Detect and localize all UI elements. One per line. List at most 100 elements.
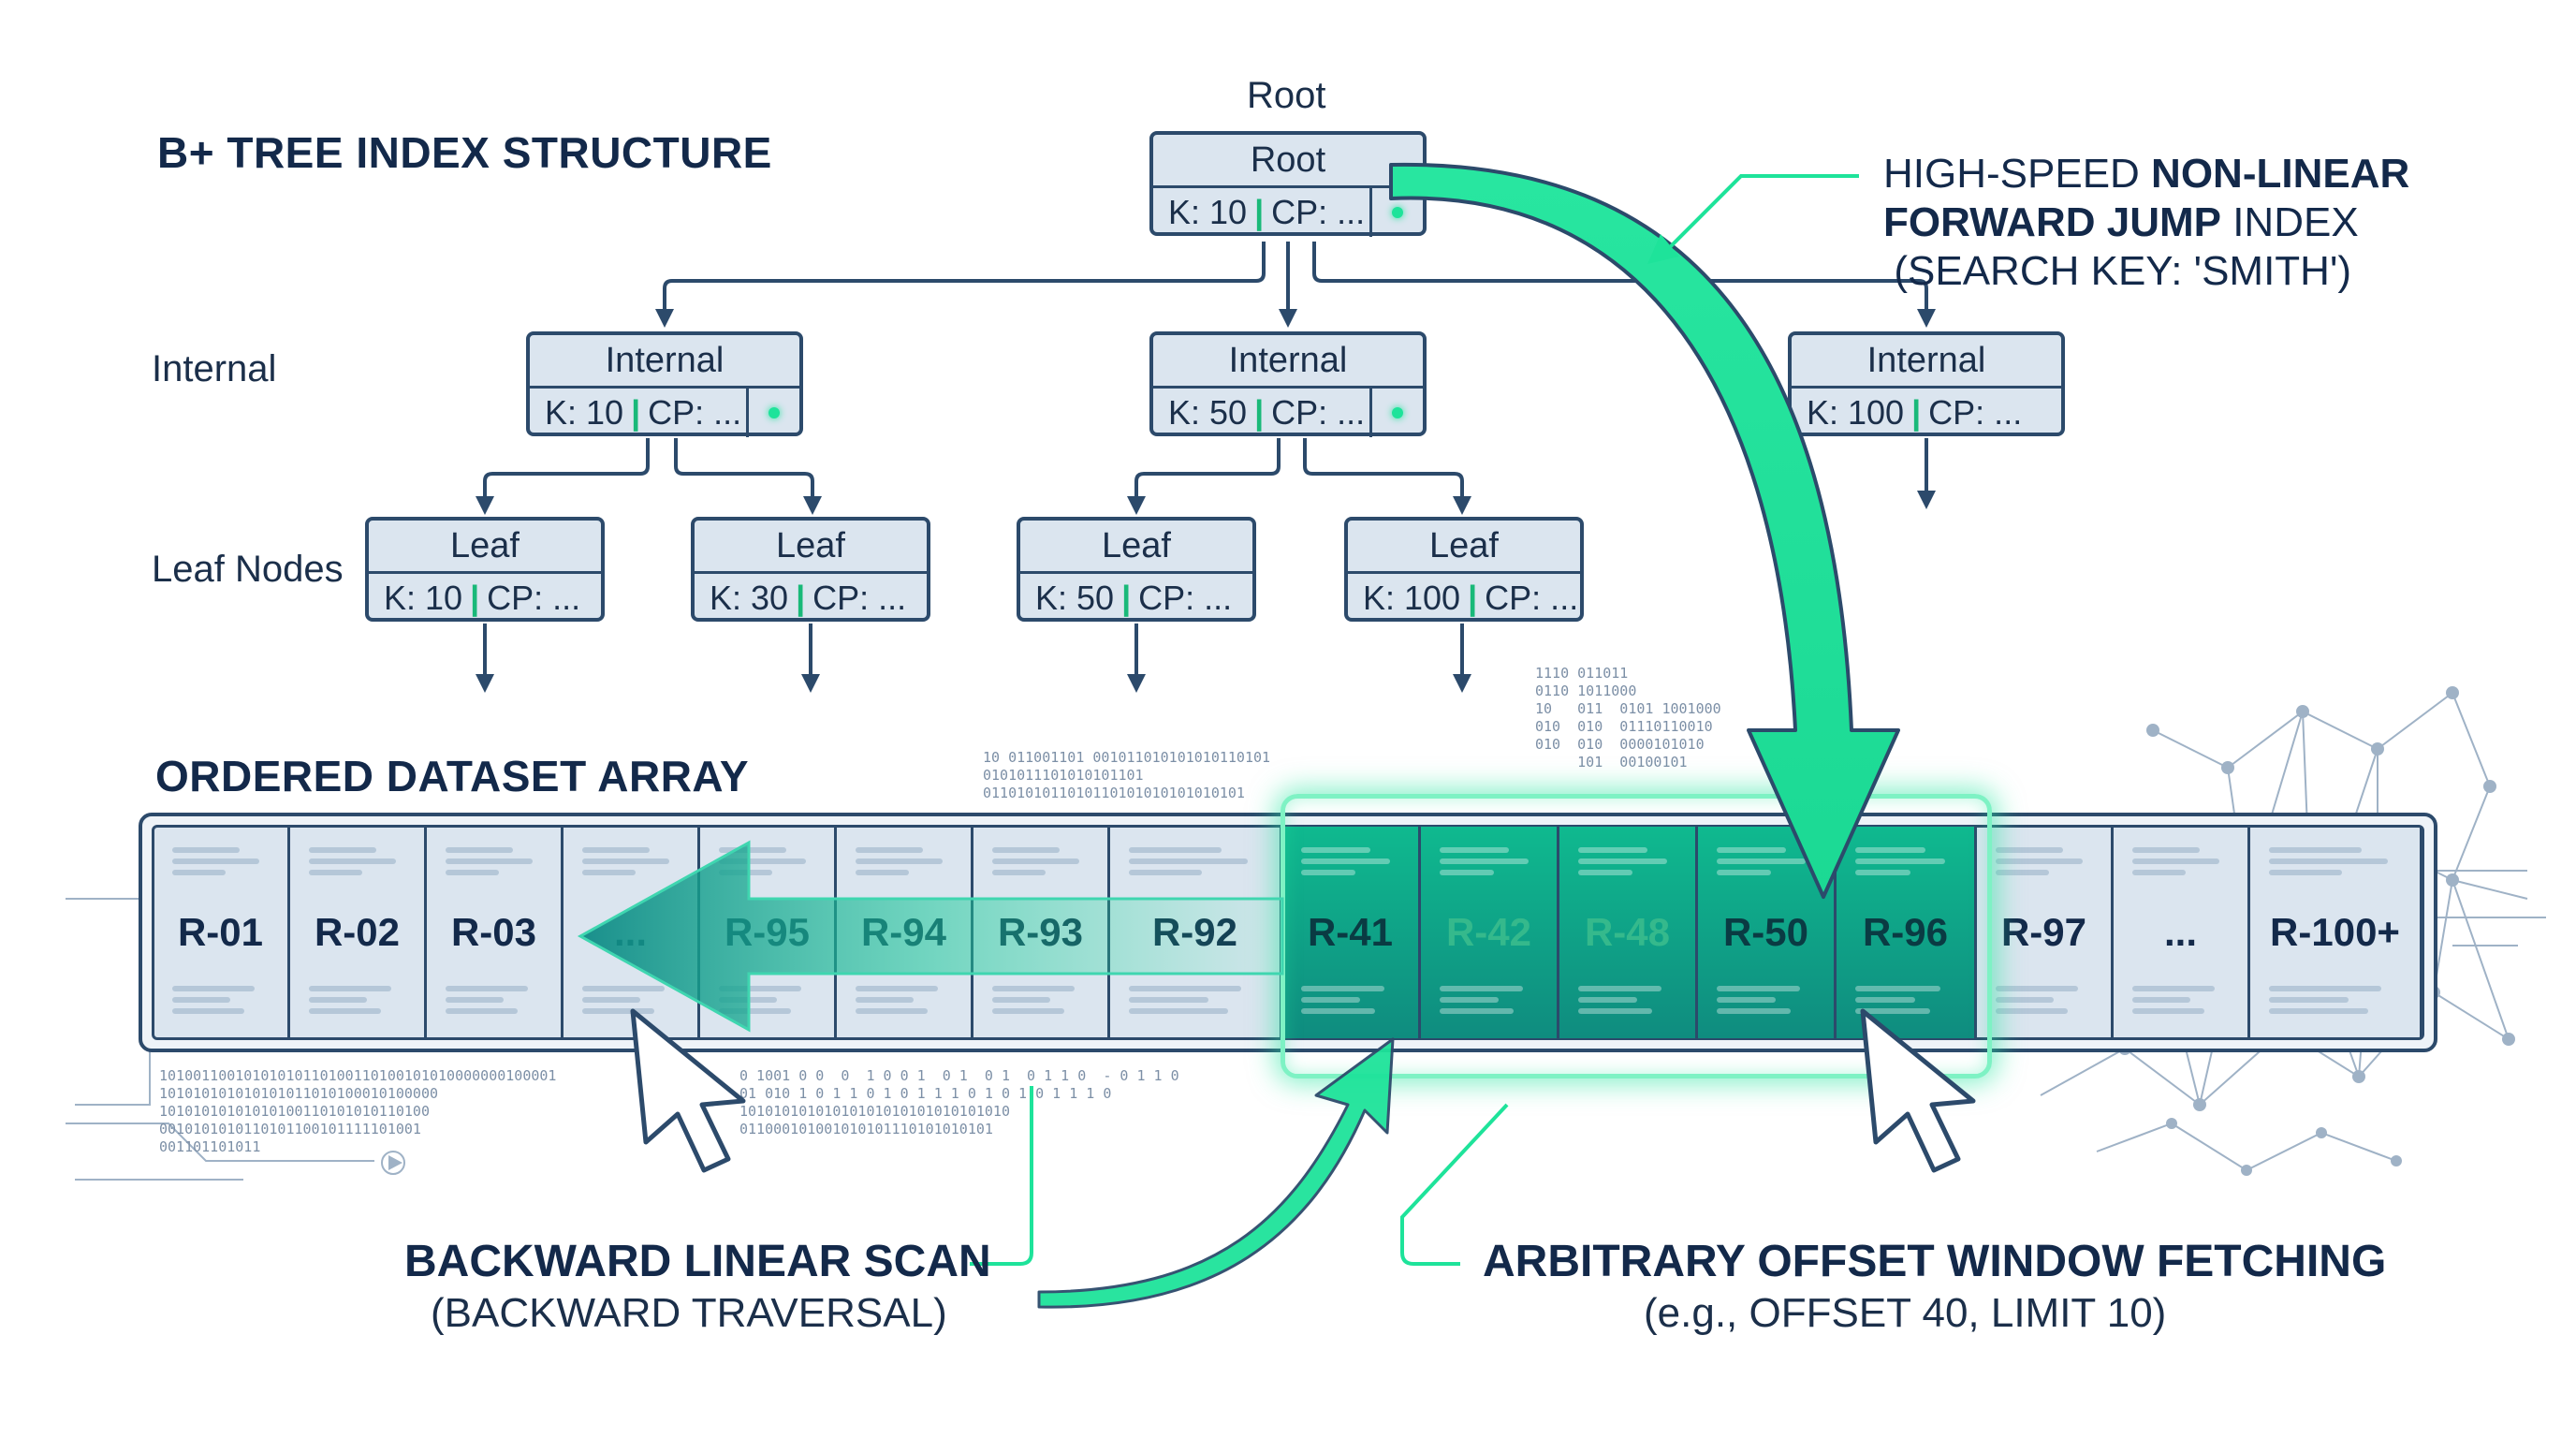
leaf-node-cp: CP: ... [487, 579, 581, 617]
leaf-node-header: Leaf [369, 521, 601, 574]
root-node-header: Root [1153, 135, 1423, 188]
array-cell-label: R-96 [1862, 910, 1949, 954]
record-lines-decoration [1578, 986, 1676, 1018]
array-cell[interactable]: R-93 [973, 827, 1110, 1038]
separator: | [796, 579, 806, 617]
internal-node-header: Internal [1792, 335, 2061, 389]
root-node[interactable]: Root K: 10 | CP: ... [1149, 131, 1427, 237]
leaf-node-cp: CP: ... [812, 579, 907, 617]
array-cell-label: R-41 [1307, 910, 1394, 954]
internal-node-header: Internal [1153, 335, 1423, 389]
root-node-cp: CP: ... [1271, 193, 1366, 231]
leaf-node-key: K: 10 [384, 579, 463, 617]
array-cell-label: R-01 [177, 910, 264, 954]
leaf-node-2[interactable]: Leaf K: 30 | CP: ... [691, 517, 930, 622]
record-lines-decoration [992, 847, 1089, 879]
array-cell-label: R-93 [997, 910, 1084, 954]
array-cell-label: R-02 [314, 910, 401, 954]
record-lines-decoration [309, 986, 405, 1018]
pointer-dot-icon [1392, 407, 1403, 418]
internal-node-pointer [746, 389, 799, 437]
backward-scan-caption: BACKWARD LINEAR SCAN [404, 1237, 991, 1286]
separator: | [1911, 393, 1922, 432]
array-cell[interactable]: R-100+ [2250, 827, 2422, 1038]
leaf-node-header: Leaf [1348, 521, 1580, 574]
record-lines-decoration [2269, 847, 2401, 879]
record-lines-decoration [1717, 986, 1815, 1018]
internal-level-label: Internal [152, 348, 277, 389]
leaf-node-header: Leaf [1020, 521, 1252, 574]
array-cell[interactable]: R-97 [1977, 827, 2114, 1038]
record-lines-decoration [1301, 986, 1399, 1018]
record-lines-decoration [172, 847, 269, 879]
play-node-decoration [381, 1151, 405, 1175]
separator: | [1254, 193, 1265, 231]
annotation-search-key: (SEARCH KEY: 'SMITH') [1894, 248, 2351, 294]
leaf-node-1[interactable]: Leaf K: 10 | CP: ... [365, 517, 605, 622]
array-cell-label: R-42 [1445, 910, 1532, 954]
offset-window-subcaption: (e.g., OFFSET 40, LIMIT 10) [1644, 1290, 2167, 1336]
record-lines-decoration [992, 986, 1089, 1018]
internal-node-key: K: 10 [545, 393, 624, 432]
annotation-text: INDEX [2220, 199, 2359, 245]
leaf-node-key: K: 50 [1035, 579, 1115, 617]
array-title: ORDERED DATASET ARRAY [155, 752, 750, 800]
record-lines-decoration [2132, 986, 2229, 1018]
array-cell[interactable]: R-02 [290, 827, 427, 1038]
array-cell-label: R-95 [724, 910, 811, 954]
annotation-bold-text: NON-LINEAR [2151, 151, 2410, 197]
internal-node-key: K: 50 [1168, 393, 1248, 432]
annotation-text: HIGH-SPEED [1883, 151, 2152, 197]
array-cell-label: ... [613, 910, 647, 954]
leaf-node-key: K: 100 [1363, 579, 1461, 617]
pointer-dot-icon [768, 407, 780, 418]
binary-text-middle-low: 0 1001 0 0 0 1 0 0 1 0 1 0 1 0 1 1 0 - 0… [739, 1067, 1179, 1137]
array-cell[interactable]: R-92 [1110, 827, 1282, 1038]
circuit-lines-decoration [66, 870, 2546, 1181]
array-cell-label: R-92 [1151, 910, 1238, 954]
leaf-node-cp: CP: ... [1485, 579, 1579, 617]
array-cell[interactable]: R-41 [1282, 827, 1421, 1038]
array-cell-label: R-97 [2000, 910, 2087, 954]
record-lines-decoration [2132, 847, 2229, 879]
record-lines-decoration [1301, 847, 1399, 879]
leaf-node-4[interactable]: Leaf K: 100 | CP: ... [1344, 517, 1584, 622]
array-cell-label: R-100+ [2270, 910, 2400, 954]
record-lines-decoration [856, 847, 952, 879]
root-node-pointer [1369, 188, 1423, 237]
leaf-node-cp: CP: ... [1138, 579, 1233, 617]
record-lines-decoration [446, 847, 542, 879]
record-lines-decoration [1129, 847, 1261, 879]
array-cell[interactable]: R-01 [154, 827, 290, 1038]
array-cell-label: R-03 [450, 910, 537, 954]
separator: | [1121, 579, 1132, 617]
leaf-node-header: Leaf [695, 521, 927, 574]
internal-node-3[interactable]: Internal K: 100 | CP: ... [1788, 331, 2065, 436]
record-lines-decoration [719, 847, 815, 879]
internal-node-1[interactable]: Internal K: 10 | CP: ... [526, 331, 803, 437]
binary-text-middle: 10 011001101 001011010101010110101 01010… [983, 749, 1271, 801]
separator: | [1468, 579, 1478, 617]
record-lines-decoration [582, 847, 679, 879]
internal-node-pointer [1369, 389, 1423, 437]
record-lines-decoration [309, 847, 405, 879]
internal-node-cp: CP: ... [648, 393, 742, 432]
separator: | [470, 579, 480, 617]
array-cell[interactable]: R-94 [837, 827, 973, 1038]
forward-jump-annotation: HIGH-SPEED NON-LINEAR FORWARD JUMP INDEX… [1883, 150, 2409, 296]
leaf-node-3[interactable]: Leaf K: 50 | CP: ... [1017, 517, 1256, 622]
array-cell[interactable]: R-95 [700, 827, 837, 1038]
internal-node-key: K: 100 [1807, 393, 1905, 432]
record-lines-decoration [2269, 986, 2401, 1018]
record-lines-decoration [1129, 986, 1261, 1018]
internal-node-cp: CP: ... [1271, 393, 1366, 432]
offset-window-highlight[interactable] [1281, 794, 1992, 1078]
binary-text-left: 1010011001010101011010011010010101000000… [159, 1067, 557, 1155]
internal-node-2[interactable]: Internal K: 50 | CP: ... [1149, 331, 1427, 437]
array-cell[interactable]: ... [2114, 827, 2250, 1038]
leaf-level-label: Leaf Nodes [152, 549, 344, 590]
array-cell[interactable]: R-03 [427, 827, 564, 1038]
backward-scan-subcaption: (BACKWARD TRAVERSAL) [431, 1290, 947, 1336]
array-cell[interactable]: ... [564, 827, 700, 1038]
